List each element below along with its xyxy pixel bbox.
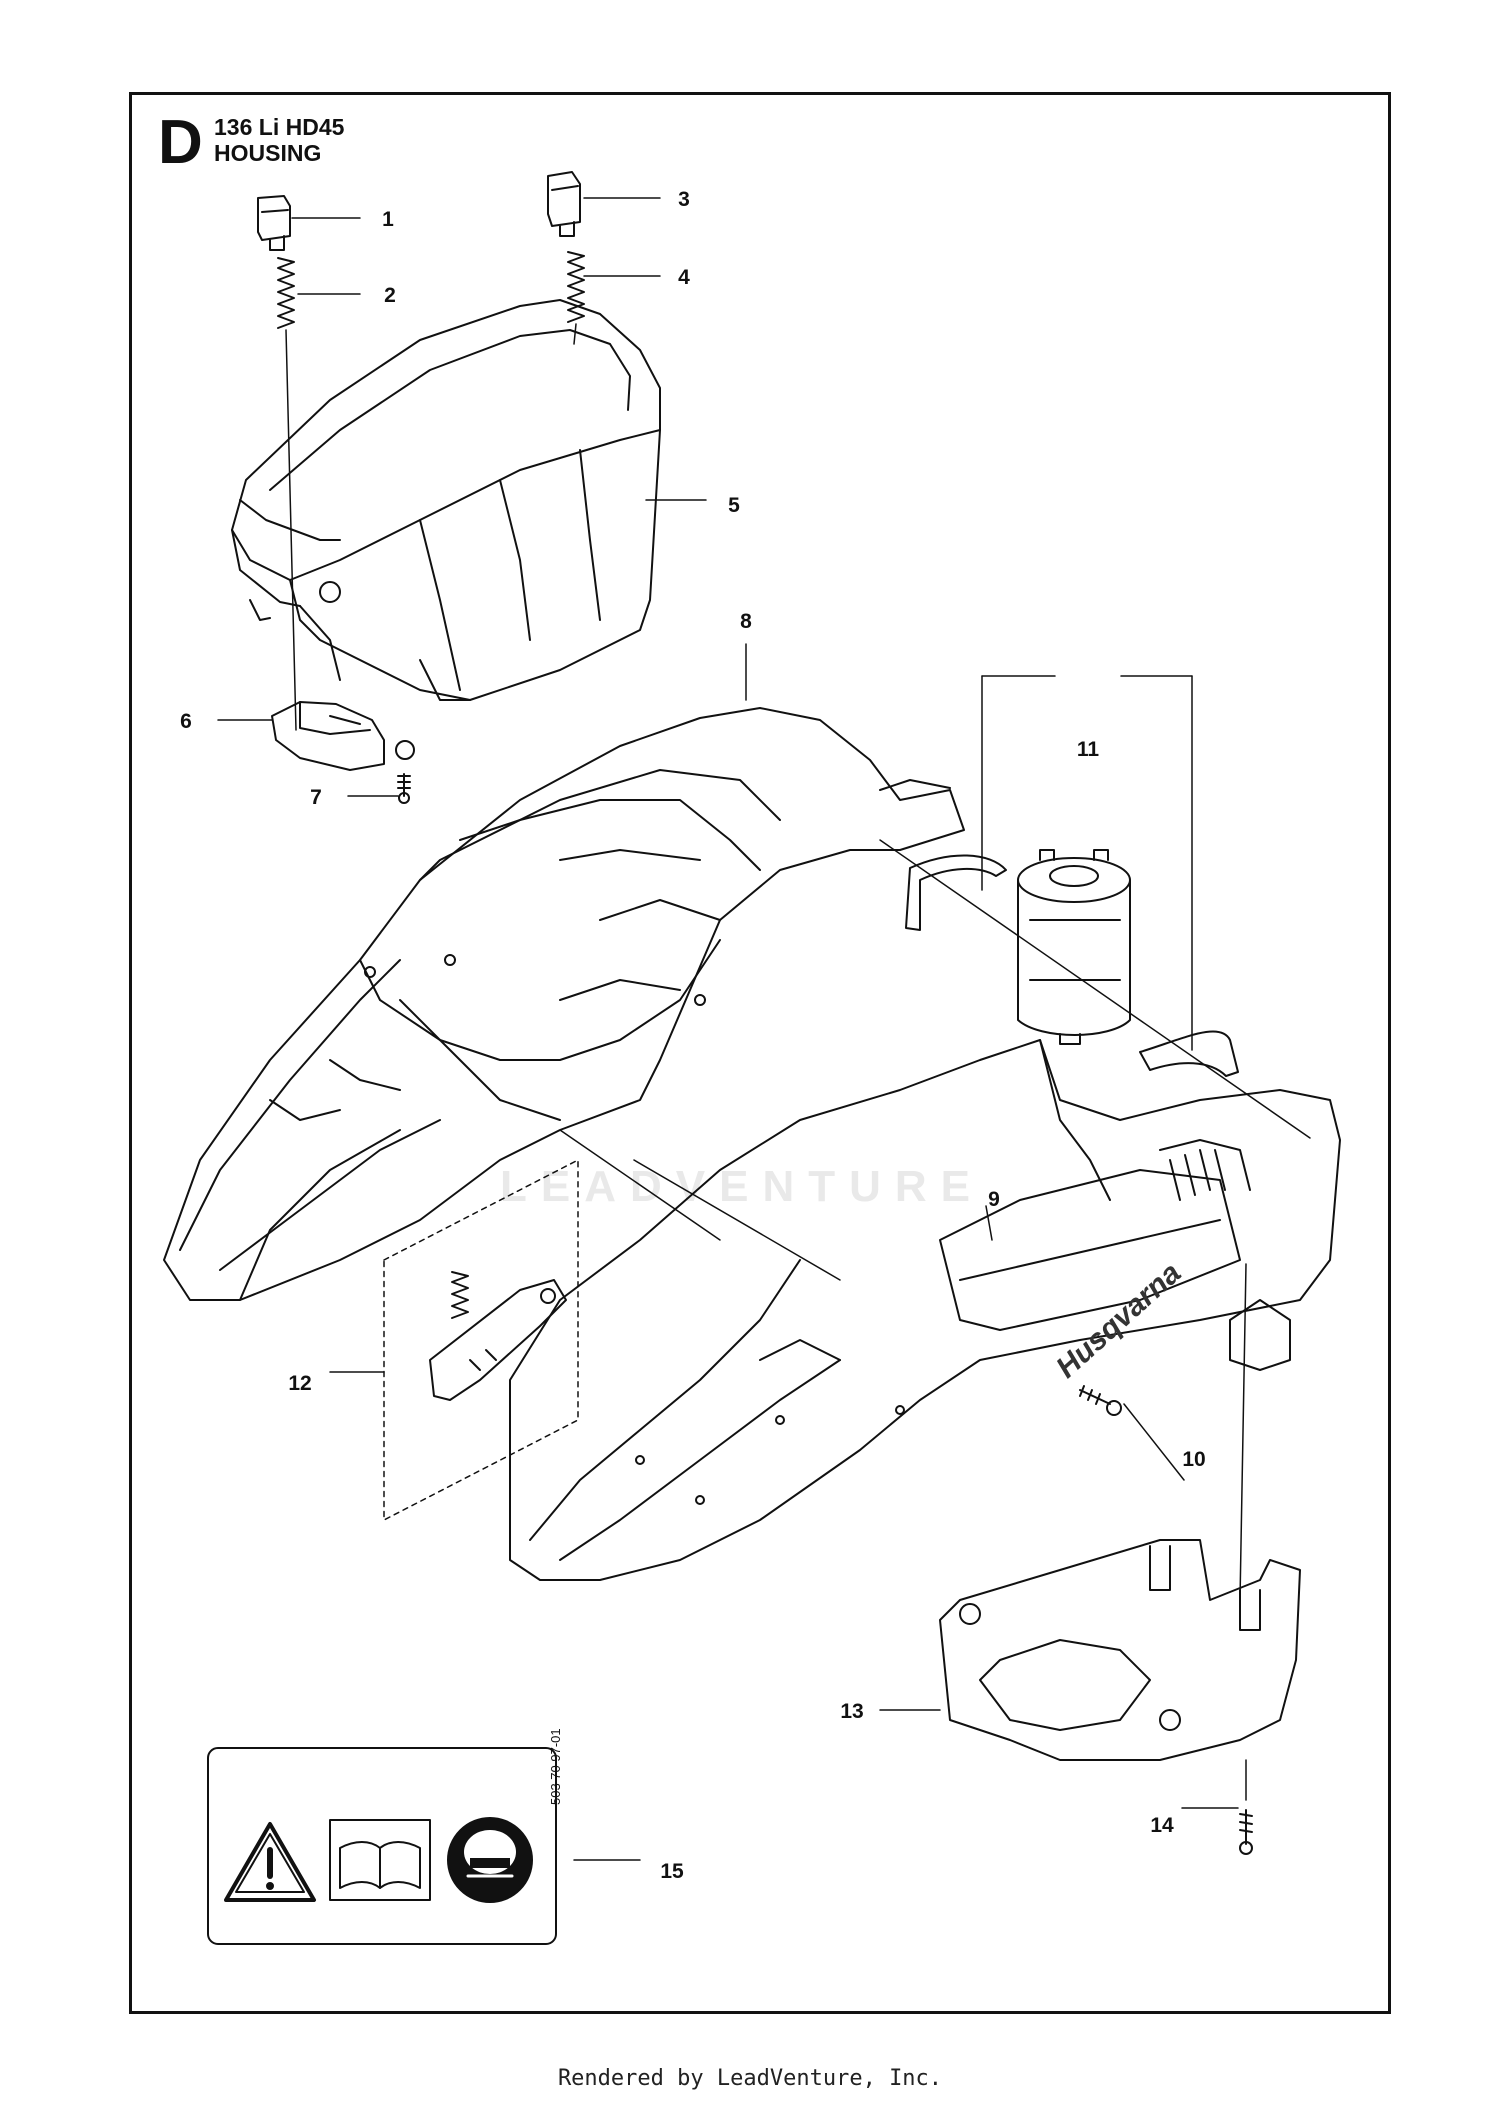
part-4-spring: [567, 251, 585, 345]
leader-lines: [217, 197, 1311, 1861]
part-12-trigger: [383, 1159, 579, 1521]
diagram-frame: [129, 92, 1391, 2014]
part-1-cap: [257, 195, 291, 251]
callout-14[interactable]: 14: [1150, 1814, 1174, 1837]
callout-15[interactable]: 15: [660, 1860, 684, 1883]
section-letter: D: [158, 108, 203, 177]
footer-credit: Rendered by LeadVenture, Inc.: [557, 2066, 943, 2091]
model-title: 136 Li HD45: [214, 114, 345, 140]
callout-4[interactable]: 4: [678, 266, 690, 289]
decal-code: 503 70 97-01: [548, 1728, 563, 1805]
callout-2[interactable]: 2: [384, 284, 396, 307]
callout-1[interactable]: 1: [382, 208, 394, 231]
callout-11[interactable]: 11: [1076, 738, 1100, 761]
part-11-motor: [905, 675, 1239, 1077]
part-15-warning-decal: [207, 1747, 557, 1945]
callout-8[interactable]: 8: [740, 610, 752, 633]
part-7-screw: [395, 740, 415, 804]
callout-7[interactable]: 7: [310, 786, 322, 809]
callout-5[interactable]: 5: [728, 494, 740, 517]
part-8-housing-left: [163, 707, 965, 1301]
callout-13[interactable]: 13: [840, 1700, 864, 1723]
part-10-screw: [1079, 1385, 1122, 1416]
callout-10[interactable]: 10: [1182, 1448, 1206, 1471]
callout-12[interactable]: 12: [288, 1372, 312, 1395]
part-6-latch: [271, 701, 385, 771]
part-14-screw: [1239, 1759, 1253, 1855]
callout-9[interactable]: 9: [988, 1188, 1000, 1211]
part-3-cap: [547, 171, 581, 237]
part-9-housing-right: [509, 1039, 1341, 1581]
callout-6[interactable]: 6: [180, 710, 192, 733]
section-title: HOUSING: [214, 140, 322, 166]
part-13-lower-cover: [939, 1263, 1301, 1761]
callout-3[interactable]: 3: [678, 188, 690, 211]
part-2-spring: [277, 257, 297, 731]
part-5-battery-compartment: [231, 299, 661, 701]
